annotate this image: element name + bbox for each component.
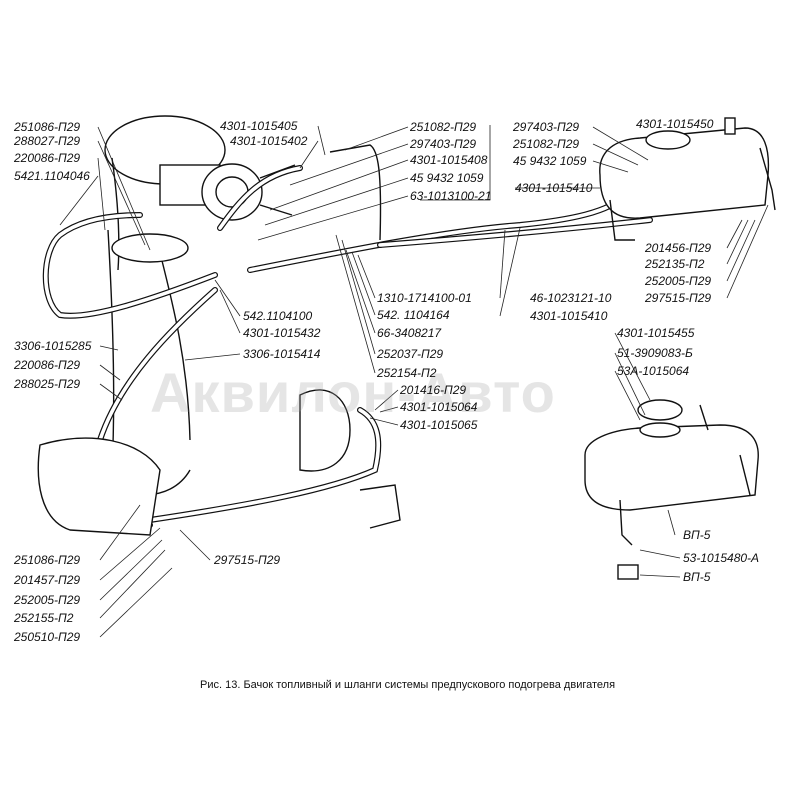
label-542-1104100: 542.1104100 bbox=[243, 309, 313, 323]
label-250510-p29: 250510-П29 bbox=[14, 630, 81, 644]
label-252155-p2: 252155-П2 bbox=[14, 611, 74, 625]
upper-fuel-tank bbox=[599, 117, 776, 241]
label-542-1104164: 542. 1104164 bbox=[377, 308, 450, 322]
label-252135-p2: 252135-П2 bbox=[645, 257, 705, 271]
label-252005-p29-lower: 252005-П29 bbox=[14, 593, 81, 607]
label-4301-1015432: 4301-1015432 bbox=[243, 326, 321, 340]
label-288025-p29: 288025-П29 bbox=[14, 377, 81, 391]
label-4301-1015402: 4301-1015402 bbox=[230, 134, 308, 148]
lower-components bbox=[37, 389, 401, 536]
label-3306-1015285: 3306-1015285 bbox=[14, 339, 92, 353]
label-220086-p29: 220086-П29 bbox=[14, 151, 81, 165]
label-3306-1015414: 3306-1015414 bbox=[243, 347, 321, 361]
label-297515-p29-right: 297515-П29 bbox=[645, 291, 712, 305]
label-251082-p29-right: 251082-П29 bbox=[513, 137, 580, 151]
heater-assembly bbox=[104, 115, 296, 496]
label-288027-p29: 288027-П29 bbox=[14, 134, 81, 148]
label-297403-p29-right: 297403-П29 bbox=[513, 120, 580, 134]
label-5421-1104046: 5421.1104046 bbox=[14, 169, 90, 183]
label-4301-1015405: 4301-1015405 bbox=[220, 119, 298, 133]
figure-caption: Рис. 13. Бачок топливный и шланги систем… bbox=[200, 679, 616, 691]
label-4301-1015450: 4301-1015450 bbox=[636, 117, 714, 131]
label-4301-1015064: 4301-1015064 bbox=[400, 400, 478, 414]
label-252005-p29-right: 252005-П29 bbox=[645, 274, 712, 288]
label-297403-p29-top: 297403-П29 bbox=[410, 137, 477, 151]
label-4594321059-right: 45 9432 1059 bbox=[513, 154, 587, 168]
label-53-1015480-a: 53-1015480-А bbox=[683, 551, 760, 565]
label-4301-1015455: 4301-1015455 bbox=[617, 326, 695, 340]
label-4301-1015408: 4301-1015408 bbox=[410, 153, 488, 167]
label-297515-p29-lower: 297515-П29 bbox=[214, 553, 281, 567]
label-4594321059-top: 45 9432 1059 bbox=[410, 171, 484, 185]
label-201416-p29: 201416-П29 bbox=[400, 383, 467, 397]
watermark: Аквилон-Авто bbox=[150, 361, 556, 424]
label-252154-p2: 252154-П2 bbox=[377, 366, 437, 380]
label-66-3408217: 66-3408217 bbox=[377, 326, 442, 340]
label-4301-1015065: 4301-1015065 bbox=[400, 418, 478, 432]
label-vp-5-upper: ВП-5 bbox=[683, 528, 711, 542]
label-251086-p29: 251086-П29 bbox=[14, 120, 81, 134]
label-4301-1015410-top: 4301-1015410 bbox=[515, 181, 593, 195]
leader-lines bbox=[59, 125, 769, 638]
label-vp-5-lower: ВП-5 bbox=[683, 570, 711, 584]
label-1310-1714100-01: 1310-1714100-01 bbox=[377, 291, 472, 305]
label-51-3909083-b: 51-3909083-Б bbox=[617, 346, 693, 360]
label-201456-p29: 201456-П29 bbox=[645, 241, 712, 255]
label-53a-1015064: 53А-1015064 bbox=[617, 364, 690, 378]
reserve-tank bbox=[584, 399, 759, 580]
label-201457-p29: 201457-П29 bbox=[14, 573, 81, 587]
label-4301-1015410-mid: 4301-1015410 bbox=[530, 309, 608, 323]
label-252037-p29: 252037-П29 bbox=[377, 347, 444, 361]
label-220086-p29-lower: 220086-П29 bbox=[14, 358, 81, 372]
label-46-1023121-10: 46-1023121-10 bbox=[530, 291, 612, 305]
label-251082-p29-top: 251082-П29 bbox=[410, 120, 477, 134]
label-63-1013100-21: 63-1013100-21 bbox=[410, 189, 492, 203]
label-251086-p29-lower: 251086-П29 bbox=[14, 553, 81, 567]
